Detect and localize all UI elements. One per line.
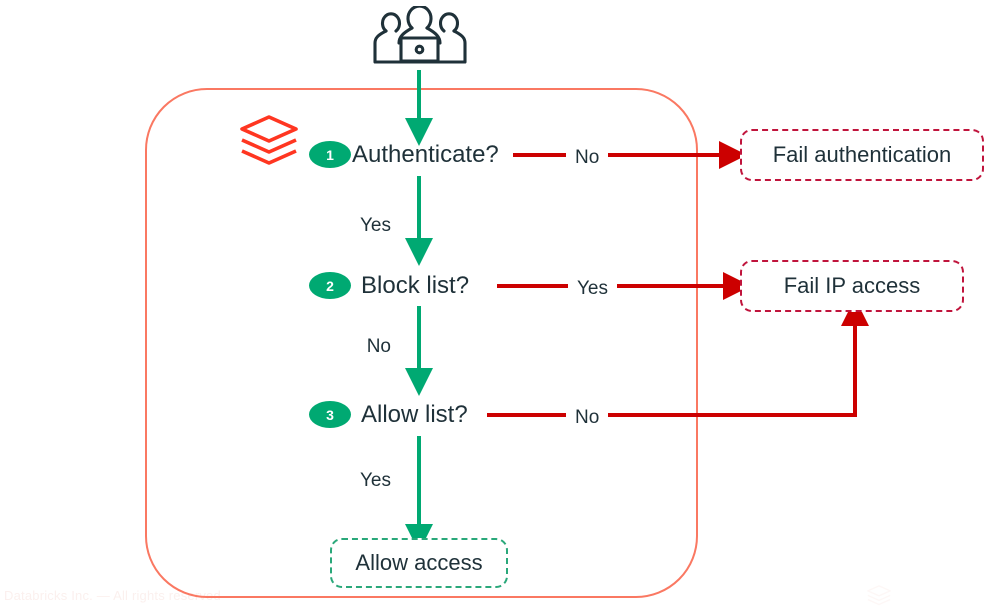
step-1-badge: 1 bbox=[309, 141, 351, 168]
step-3-number: 3 bbox=[309, 401, 351, 428]
databricks-stack-icon bbox=[238, 110, 300, 168]
step-3-badge: 3 bbox=[309, 401, 351, 428]
outcome-allow-access: Allow access bbox=[330, 538, 508, 588]
step-2-number: 2 bbox=[309, 272, 351, 299]
step-1-number: 1 bbox=[309, 141, 351, 168]
users-laptop-icon bbox=[361, 4, 479, 70]
edge-label-step-3-branch: No bbox=[566, 406, 609, 429]
step-2-badge: 2 bbox=[309, 272, 351, 299]
edge-label-step-2-branch: Yes bbox=[568, 277, 617, 300]
edge-label-step-1-down: Yes bbox=[351, 214, 400, 237]
watermark-databricks-icon bbox=[866, 583, 892, 607]
outcome-fail-authentication: Fail authentication bbox=[740, 129, 984, 181]
outcome-allow-access-label: Allow access bbox=[355, 550, 483, 575]
outcome-fail-ip-access: Fail IP access bbox=[740, 260, 964, 312]
outcome-fail-ip-access-label: Fail IP access bbox=[783, 273, 921, 298]
step-2-label: Block list? bbox=[361, 272, 470, 299]
watermark-text: Databricks Inc. — All rights reserved bbox=[4, 588, 221, 603]
step-1-label: Authenticate? bbox=[352, 141, 499, 168]
step-3-label: Allow list? bbox=[361, 401, 468, 428]
edge-label-step-1-branch: No bbox=[566, 146, 609, 169]
edge-label-step-3-down: Yes bbox=[351, 469, 400, 492]
edge-label-step-2-down: No bbox=[357, 335, 400, 358]
outcome-fail-authentication-label: Fail authentication bbox=[772, 142, 952, 167]
